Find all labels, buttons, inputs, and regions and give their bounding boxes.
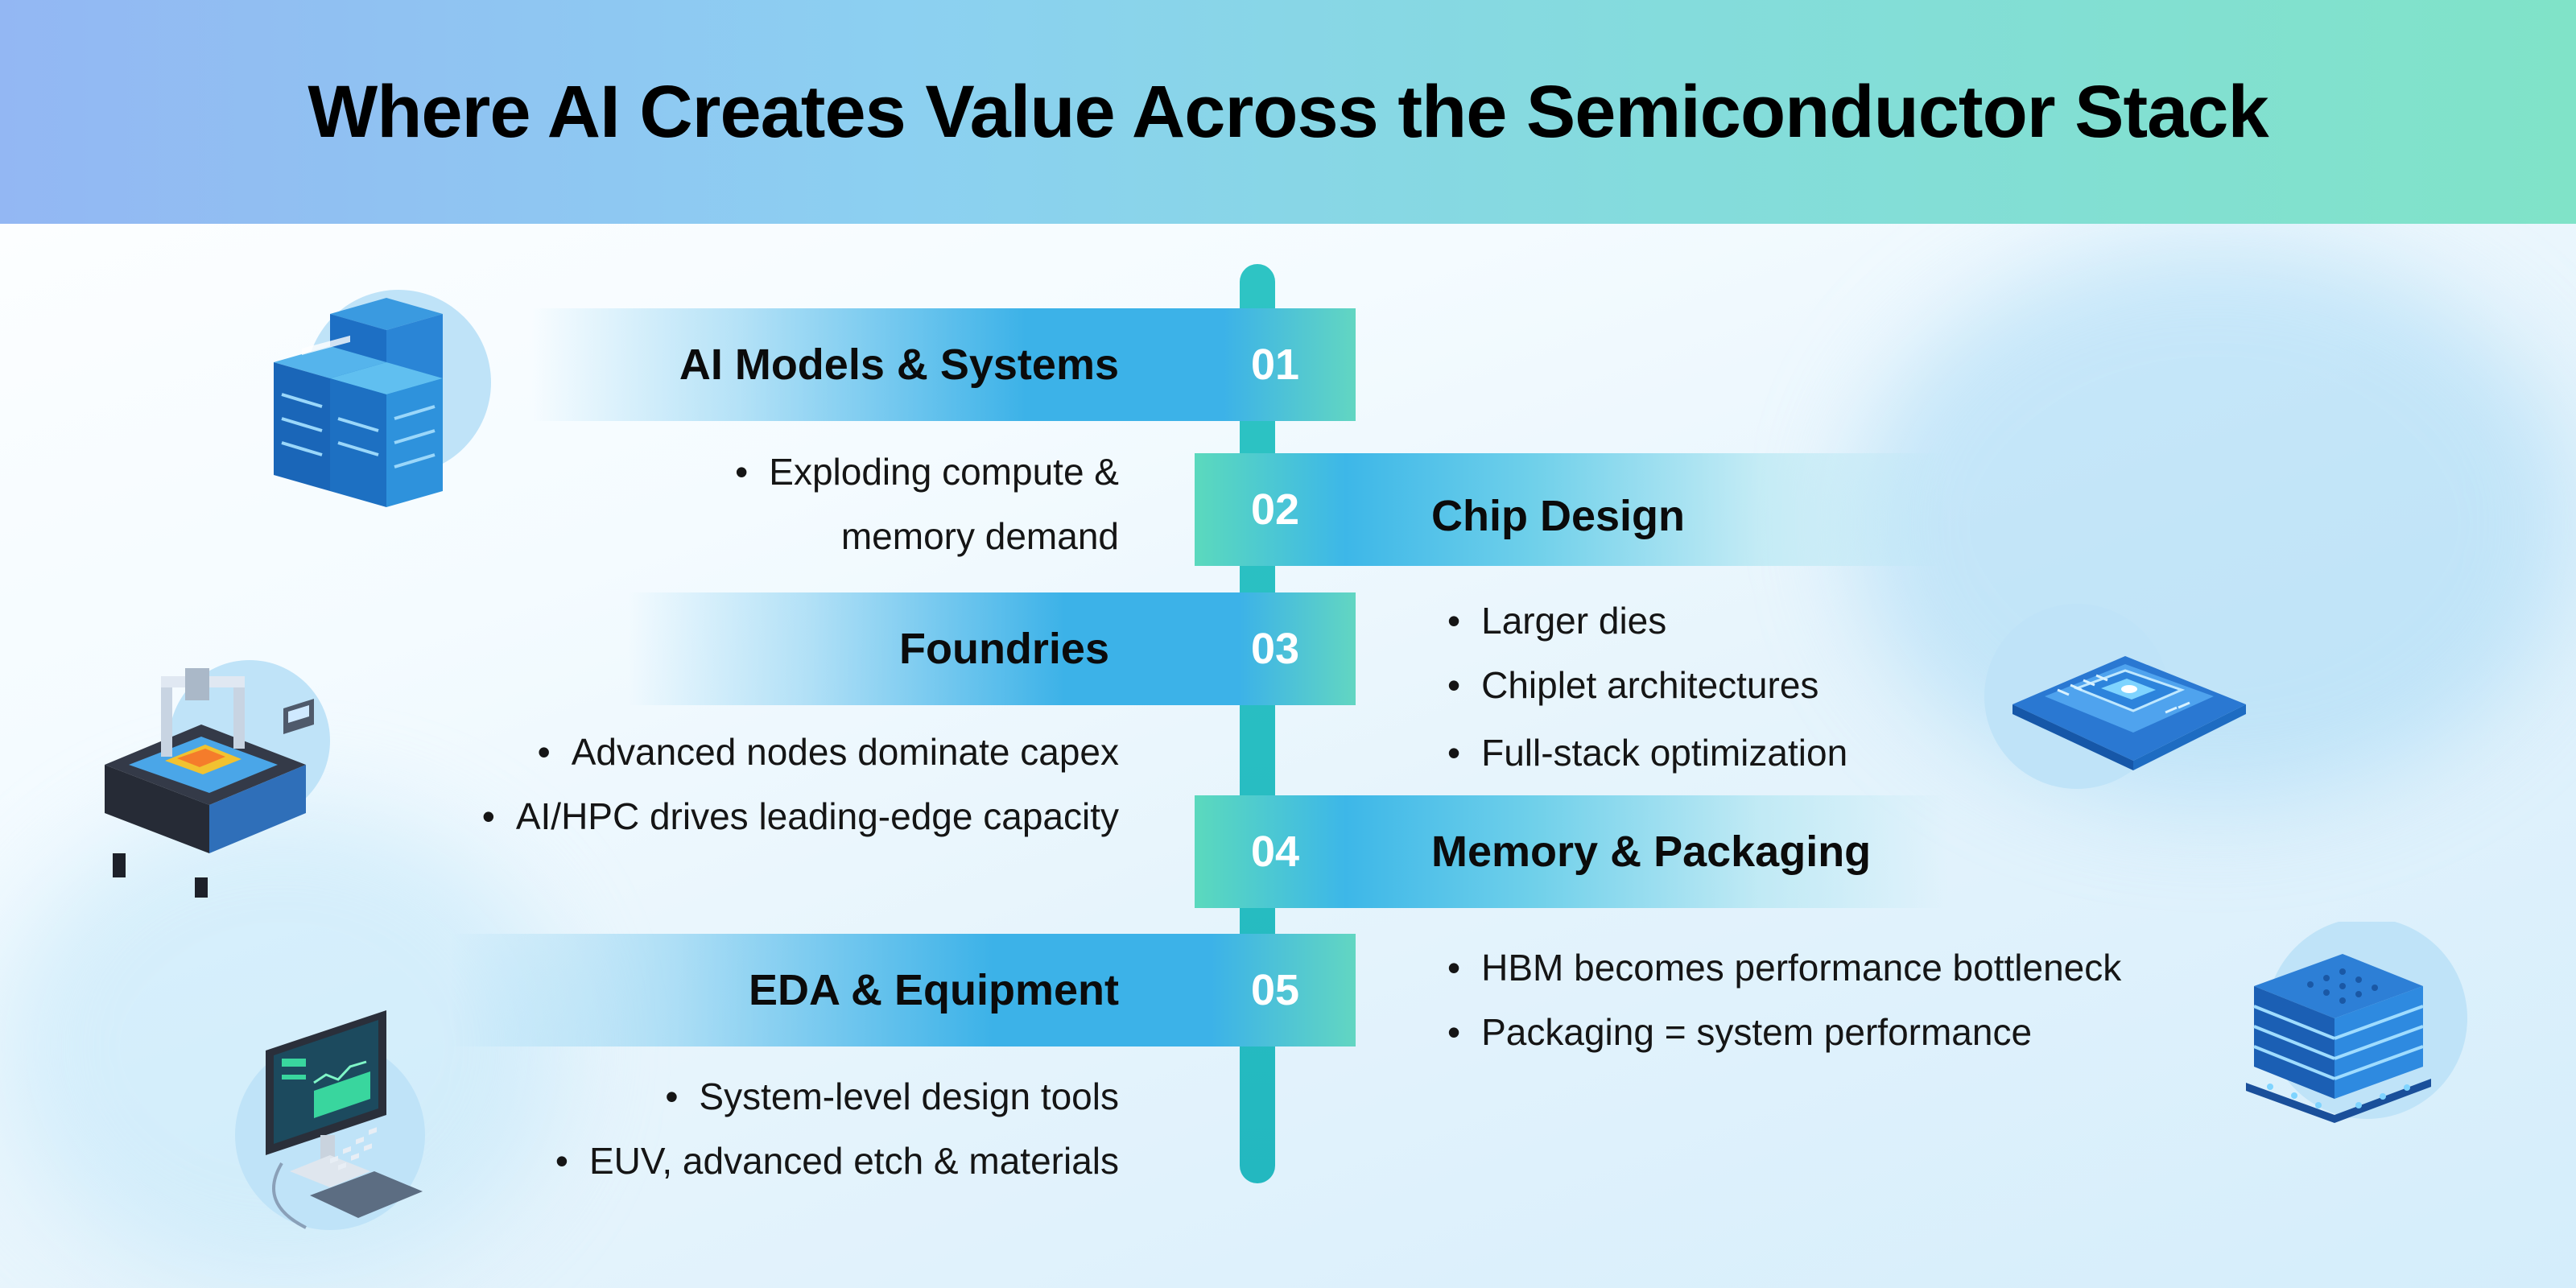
stage-05-bullet: •EUV, advanced etch & materials — [555, 1140, 1119, 1182]
stage-03-bullet: •Advanced nodes dominate capex — [537, 731, 1119, 773]
stage-04-bullet: •HBM becomes performance bottleneck — [1447, 947, 2122, 989]
stacked-memory-icon — [2246, 922, 2467, 1123]
stage-03-band — [628, 592, 1356, 705]
wafer-fab-machine-icon — [105, 660, 330, 898]
stage-02-bullet: •Chiplet architectures — [1447, 664, 1819, 706]
stage-02-bullet: •Larger dies — [1447, 600, 1667, 642]
stage-01-heading: AI Models & Systems — [679, 341, 1119, 389]
eda-workstation-icon — [235, 1010, 425, 1230]
stage-01-bullet: •Exploding compute & — [735, 451, 1119, 493]
stage-02-heading: Chip Design — [1431, 492, 1686, 540]
stage-02-bullet: •Full-stack optimization — [1447, 732, 1848, 774]
stage-05-band — [451, 934, 1356, 1046]
stage-04-number: 04 — [1250, 828, 1300, 876]
stage-01-band — [531, 308, 1356, 421]
stage-03-number: 03 — [1250, 625, 1300, 673]
stage-04-band — [1195, 795, 1948, 908]
stage-04-heading: Memory & Packaging — [1431, 828, 1872, 876]
stage-05-heading: EDA & Equipment — [748, 966, 1119, 1014]
stage-01-bullet-continued: memory demand — [840, 515, 1119, 557]
stage-04-bullet: •Packaging = system performance — [1447, 1011, 2033, 1053]
cpu-chip-icon — [1984, 604, 2246, 789]
stage-03-bullet: •AI/HPC drives leading-edge capacity — [481, 795, 1119, 837]
header-banner — [0, 0, 2576, 224]
stage-05-bullet: •System-level design tools — [665, 1075, 1119, 1117]
stage-02-band — [1195, 453, 1948, 566]
stage-05-number: 05 — [1250, 966, 1300, 1014]
page-title: Where AI Creates Value Across the Semico… — [308, 71, 2268, 153]
stage-01-number: 01 — [1250, 341, 1300, 389]
server-racks-icon — [274, 290, 491, 507]
stage-03-heading: Foundries — [898, 625, 1109, 673]
stage-02-number: 02 — [1250, 485, 1300, 534]
